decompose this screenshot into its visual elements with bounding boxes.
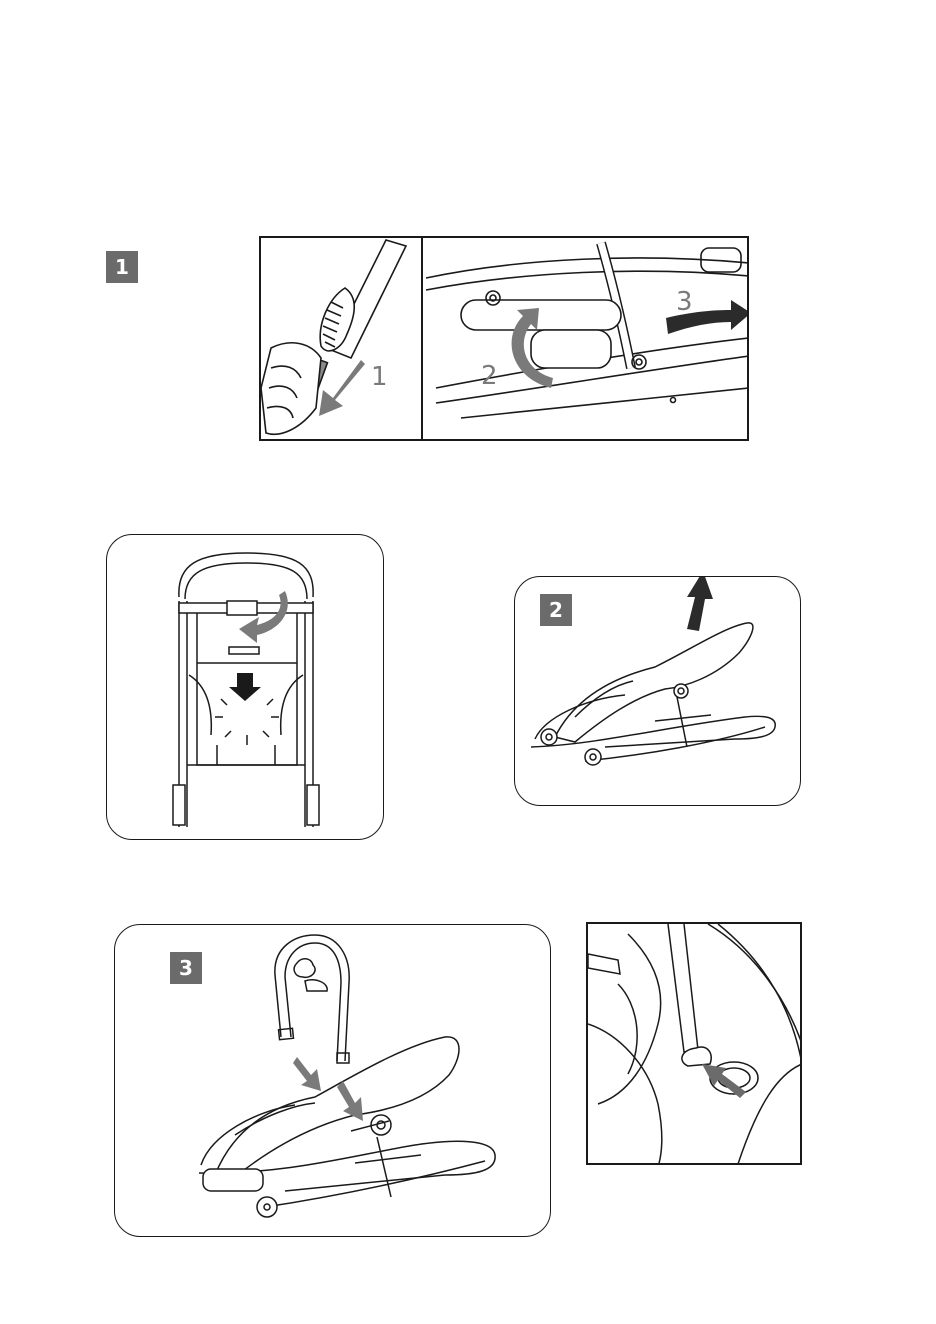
press-down-arrow <box>229 673 261 701</box>
figure-1-detail-panel: 1 2 3 <box>259 236 749 441</box>
insert-arrow-left <box>293 1057 321 1091</box>
frame-clamp-illustration <box>426 243 749 418</box>
clip-detail-illustration <box>588 924 802 1165</box>
callout-3: 3 <box>676 287 693 317</box>
step-badge-1: 1 <box>106 251 138 283</box>
step-badge-3: 3 <box>170 952 202 984</box>
figure-rear-view-panel <box>106 534 384 840</box>
callout-1: 1 <box>371 362 388 392</box>
step-badge-2: 2 <box>540 594 572 626</box>
figure-1-illustration: 1 2 3 <box>261 238 749 441</box>
rear-view-illustration <box>107 535 384 840</box>
callout-2: 2 <box>481 361 498 391</box>
figure-clip-detail-panel <box>586 922 802 1165</box>
rotate-arrow <box>239 591 288 643</box>
lift-arrow <box>687 577 713 631</box>
